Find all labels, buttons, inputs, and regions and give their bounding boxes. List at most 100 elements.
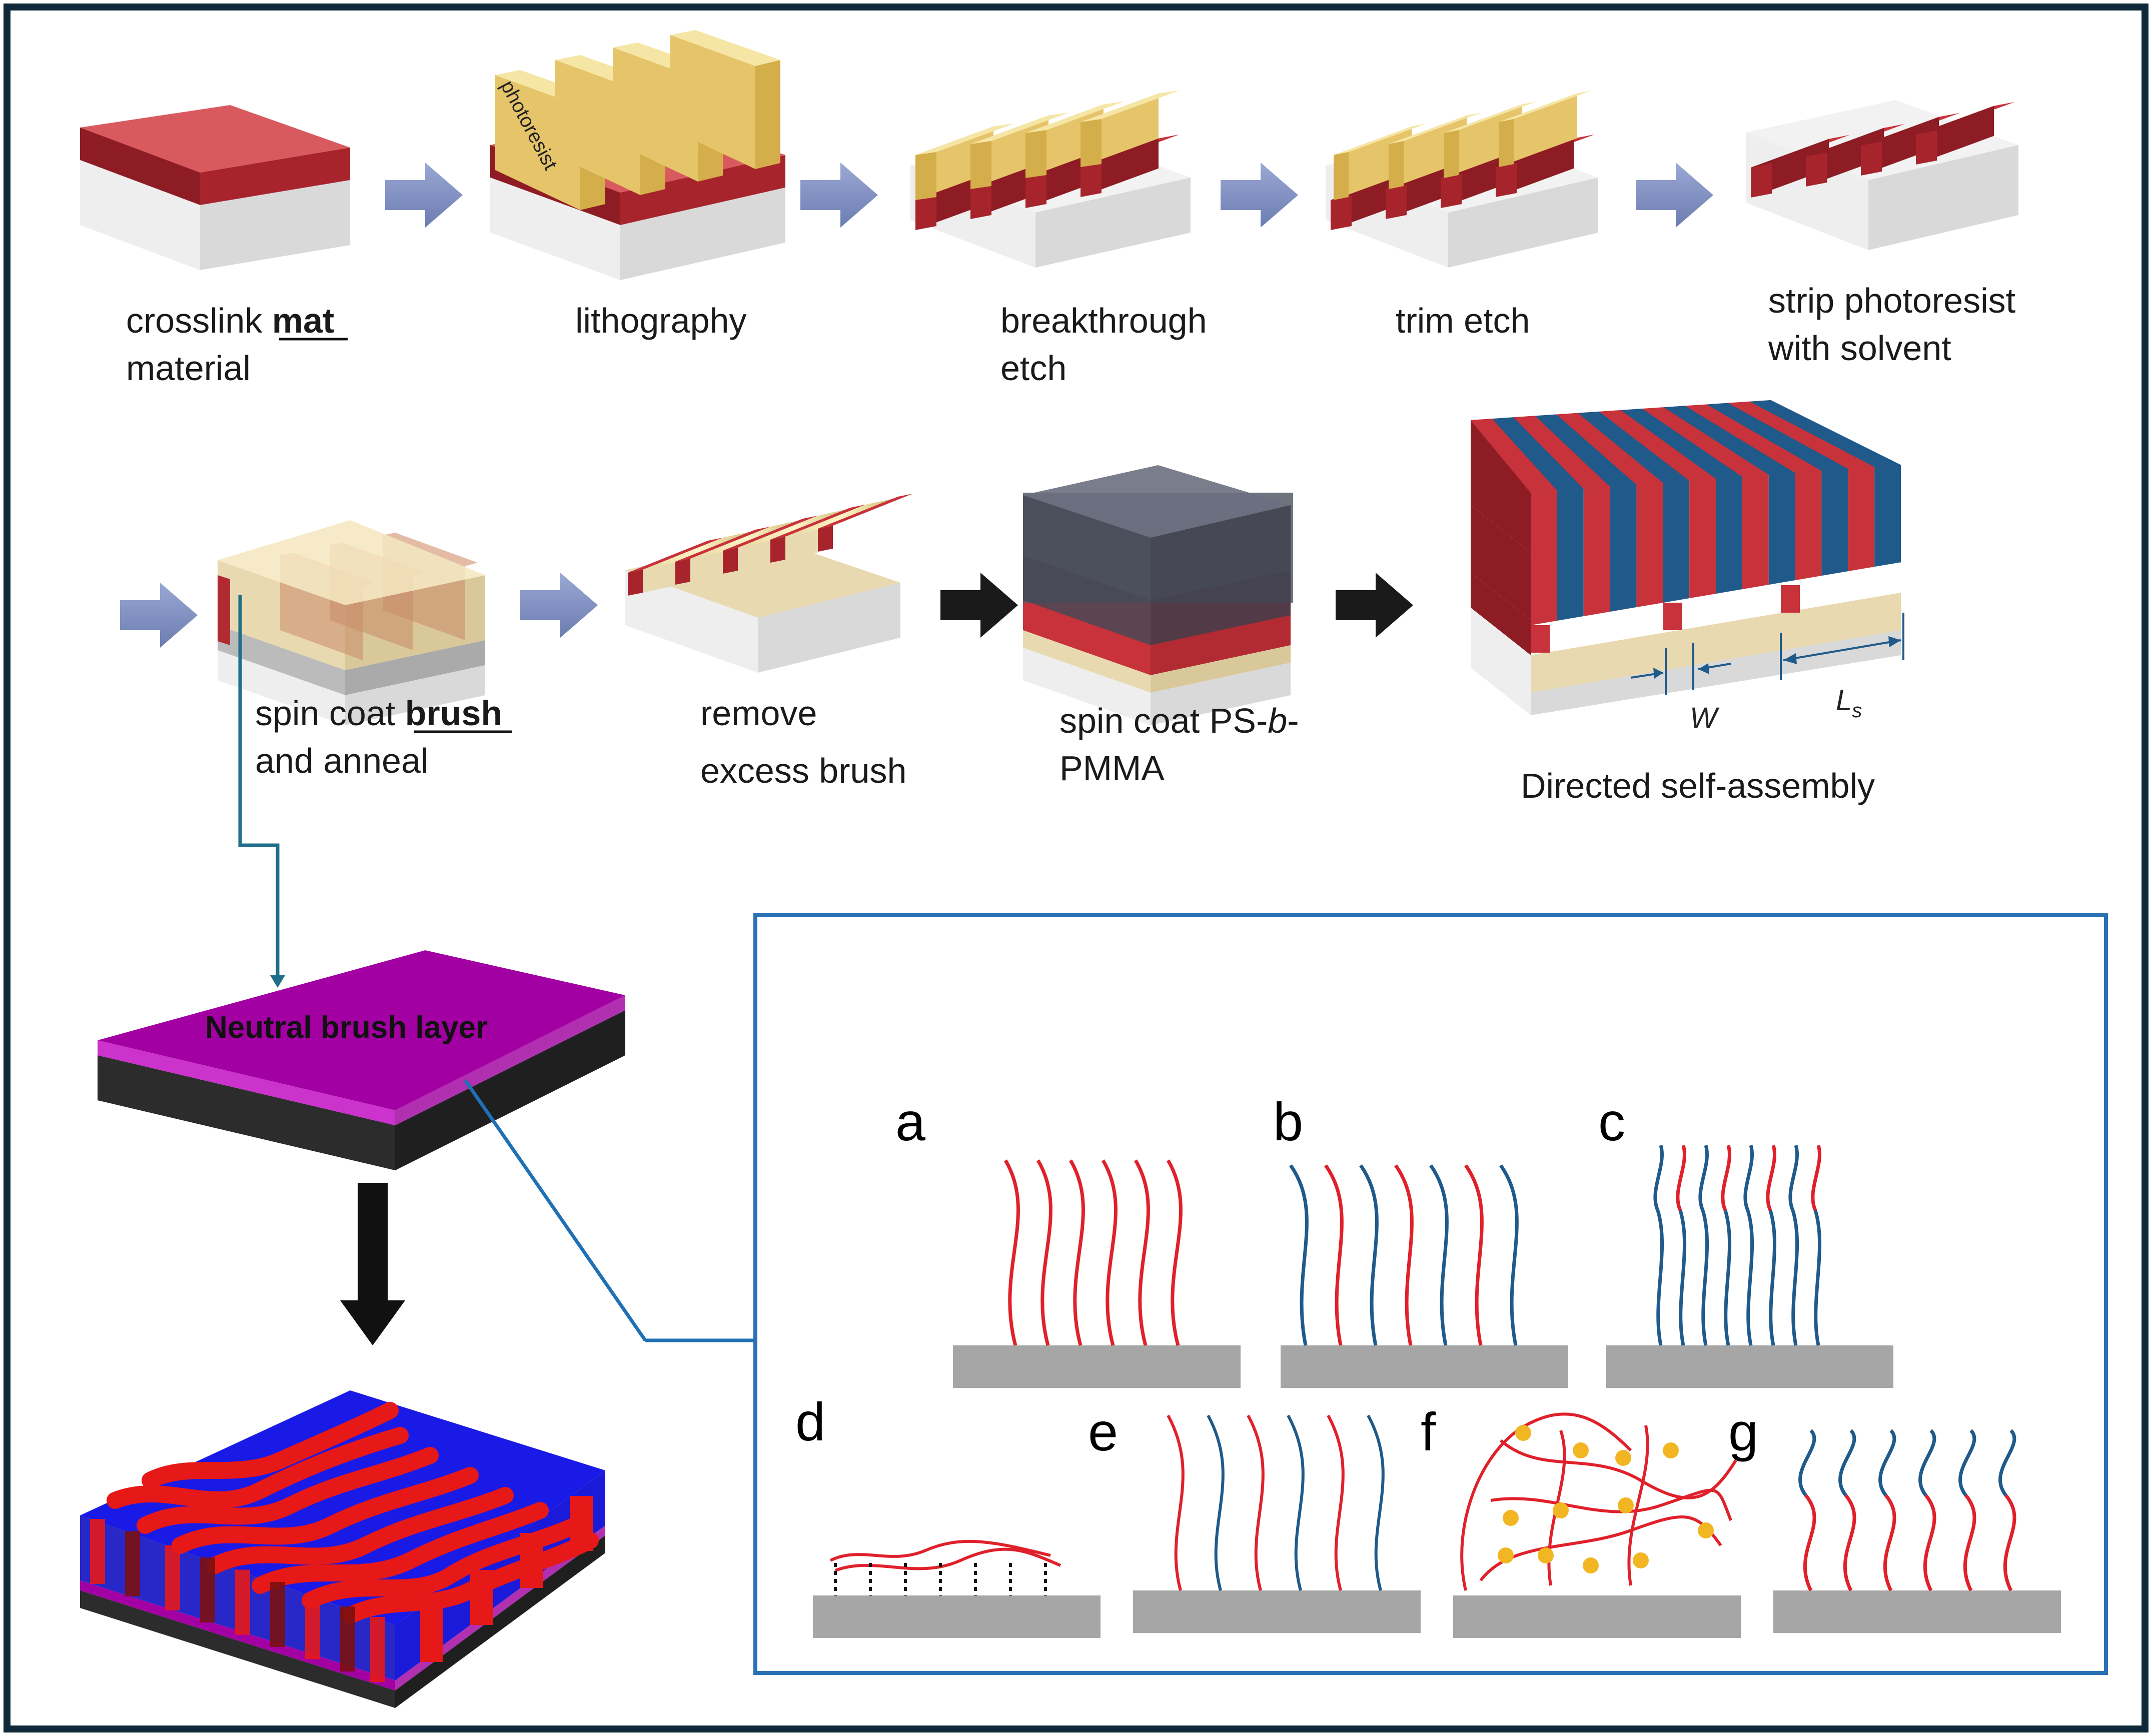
dsa-stripe-top xyxy=(1535,414,1637,487)
etched-lines-breakthrough xyxy=(915,90,1180,230)
etched-line-strip-red-front xyxy=(1861,142,1882,176)
block-spin-coat-bcp xyxy=(1023,465,1293,725)
etched-line-trim-red-front xyxy=(1386,185,1407,219)
dsa-stripe-top xyxy=(1471,419,1557,493)
etched-line-trim-cap-front xyxy=(1499,119,1514,167)
chain-b xyxy=(1429,1164,1449,1346)
panel-letter-c: c xyxy=(1598,1091,1625,1152)
panel-letter-b: b xyxy=(1273,1091,1303,1152)
caption-breakthrough-2: etch xyxy=(1000,349,1066,388)
chain-g-upper xyxy=(1878,1429,1896,1497)
dimension-markers xyxy=(1630,613,1904,695)
etched-line-breakthrough-red-front xyxy=(1081,163,1102,197)
side-stripe-right xyxy=(470,1570,493,1625)
etched-line-trim-cap-top xyxy=(1389,112,1482,144)
guide-line xyxy=(1531,625,1550,653)
down-arrow xyxy=(340,1183,405,1345)
figure-border xyxy=(4,4,2148,1732)
etched-line-breakthrough-cap-front xyxy=(1025,130,1046,178)
dsa-stripe-top xyxy=(1685,404,1822,473)
dim-label-w: W xyxy=(1690,702,1720,734)
crosslink-dot xyxy=(1698,1522,1714,1538)
chain-g-lower xyxy=(1843,1494,1856,1591)
arrow-8 xyxy=(1336,573,1413,638)
chain-b xyxy=(1324,1164,1344,1346)
chain-e xyxy=(1247,1414,1265,1591)
dsa-stripe xyxy=(1768,473,1795,585)
crosslink-dot xyxy=(1618,1497,1634,1513)
brush-ridge xyxy=(690,520,803,559)
dsa-stripe xyxy=(1821,469,1848,576)
brush-red-line-front xyxy=(818,526,833,552)
dsa-stripe xyxy=(1716,477,1742,594)
dsa-stripe xyxy=(1557,489,1584,621)
chain-e xyxy=(1327,1414,1345,1591)
etched-line-breakthrough-cap-front xyxy=(1081,119,1102,167)
chain-b xyxy=(1499,1164,1519,1346)
crosslink-dot xyxy=(1553,1502,1569,1518)
caption-strip: strip photoresist xyxy=(1768,281,2015,320)
chain-c-lower xyxy=(1746,1209,1754,1346)
dsa-stripe-top xyxy=(1556,413,1663,485)
crosslink-dot xyxy=(1615,1450,1631,1466)
arrow-1 xyxy=(385,163,463,228)
brush-red-line xyxy=(628,538,723,573)
chain-c-lower xyxy=(1768,1209,1777,1346)
side-stripe-right xyxy=(570,1496,593,1551)
arrow-5 xyxy=(120,583,198,648)
chain-c-lower xyxy=(1701,1209,1709,1346)
chain-g-lower xyxy=(1803,1494,1816,1591)
chain-c-upper xyxy=(1721,1144,1731,1211)
etched-line-trim-red-front xyxy=(1496,163,1517,197)
dsa-stripe-top xyxy=(1578,411,1690,483)
dsa-stripe xyxy=(1583,487,1610,617)
brush-red-line-front xyxy=(628,570,643,596)
caption-crosslink: crosslink mat xyxy=(126,301,334,340)
etched-line-breakthrough-cap-front xyxy=(915,152,936,200)
chain-e xyxy=(1367,1414,1385,1591)
network-chain xyxy=(1479,1515,1722,1581)
chain-b xyxy=(1289,1164,1309,1346)
substrate-e xyxy=(1133,1590,1421,1633)
side-stripe xyxy=(270,1582,285,1647)
dsa-stripe xyxy=(1636,483,1663,608)
side-stripe xyxy=(90,1519,105,1584)
chain-c-upper xyxy=(1811,1144,1821,1211)
chain-c-upper xyxy=(1676,1144,1686,1211)
dsa-stripe-top xyxy=(1492,417,1584,491)
chain-c-upper xyxy=(1743,1144,1754,1211)
chain-g-upper xyxy=(1998,1429,2016,1497)
caption-spin-coat-bcp-2: PMMA xyxy=(1059,749,1165,788)
network-chain xyxy=(1627,1425,1649,1586)
block-remove-excess xyxy=(625,570,900,673)
network-chain xyxy=(1500,1439,1737,1499)
panel-letter-g: g xyxy=(1728,1401,1758,1462)
neutral-brush-label: Neutral brush layer xyxy=(205,1010,488,1045)
dsa-stripes xyxy=(1471,400,1901,653)
dsa-worm xyxy=(107,1427,409,1509)
dsa-stripe xyxy=(1663,481,1690,603)
polymer-chains xyxy=(829,1144,2016,1595)
etched-line-trim-cap-front xyxy=(1334,152,1349,200)
etched-line-trim-red-front xyxy=(1331,196,1352,230)
chain-c-lower xyxy=(1656,1209,1664,1346)
side-stripe xyxy=(235,1569,250,1635)
zoom-line xyxy=(464,1079,647,1341)
side-stripe xyxy=(305,1594,320,1659)
dsa-stripe-top xyxy=(1706,403,1848,471)
dsa-stripe xyxy=(1742,475,1769,590)
caption-remove-2: excess brush xyxy=(700,751,906,790)
chain-c-upper xyxy=(1698,1144,1709,1211)
guide-line xyxy=(1781,585,1800,613)
etched-line-trim-cap-top xyxy=(1444,101,1537,133)
brush-red-line xyxy=(818,494,913,529)
etched-line-breakthrough-red-front xyxy=(915,196,936,230)
caption-crosslink-2: material xyxy=(126,349,251,388)
chain-g-lower xyxy=(1923,1494,1936,1591)
chain-g-upper xyxy=(1918,1429,1936,1497)
substrate-c xyxy=(1606,1345,1893,1388)
crosslink-dot xyxy=(1538,1547,1554,1563)
side-stripe xyxy=(370,1617,385,1682)
dsa-stripe xyxy=(1795,471,1822,581)
side-stripe-right xyxy=(420,1607,443,1662)
